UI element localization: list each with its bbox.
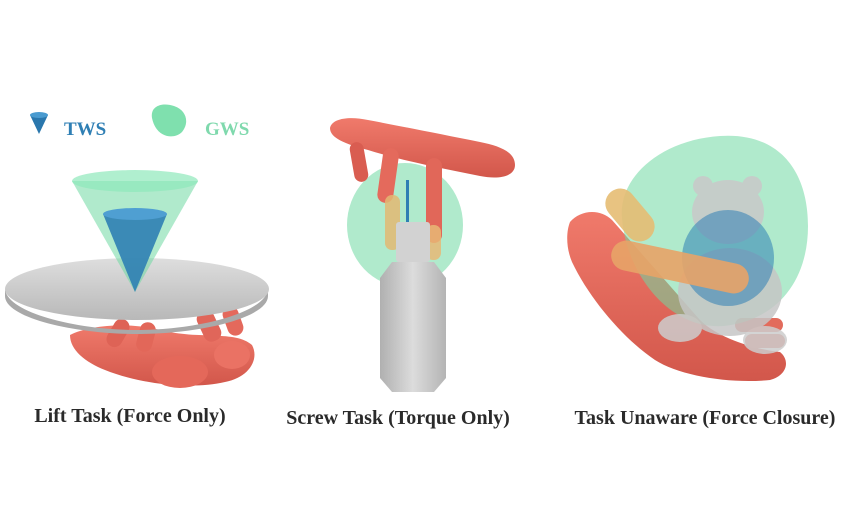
bottle-object [380, 222, 446, 392]
screw-task-caption: Screw Task (Torque Only) [286, 407, 510, 429]
plate-object [5, 258, 269, 334]
screw-tws-axis [406, 180, 409, 222]
lift-task-panel: Lift Task (Force Only) [5, 170, 269, 427]
lift-task-caption: Lift Task (Force Only) [34, 405, 225, 427]
gws-legend-icon [151, 104, 187, 137]
task-unaware-panel: Task Unaware (Force Closure) [567, 135, 836, 429]
gws-legend-label: GWS [205, 119, 249, 140]
lift-tws-cone [103, 208, 167, 292]
legend: TWS GWS [30, 104, 249, 140]
task-unaware-caption: Task Unaware (Force Closure) [575, 407, 836, 429]
unaware-fingers [605, 188, 749, 294]
screw-task-panel: Screw Task (Torque Only) [286, 118, 515, 429]
tws-legend-icon [30, 112, 48, 134]
tws-legend-label: TWS [64, 119, 106, 140]
screw-hand [330, 118, 515, 260]
